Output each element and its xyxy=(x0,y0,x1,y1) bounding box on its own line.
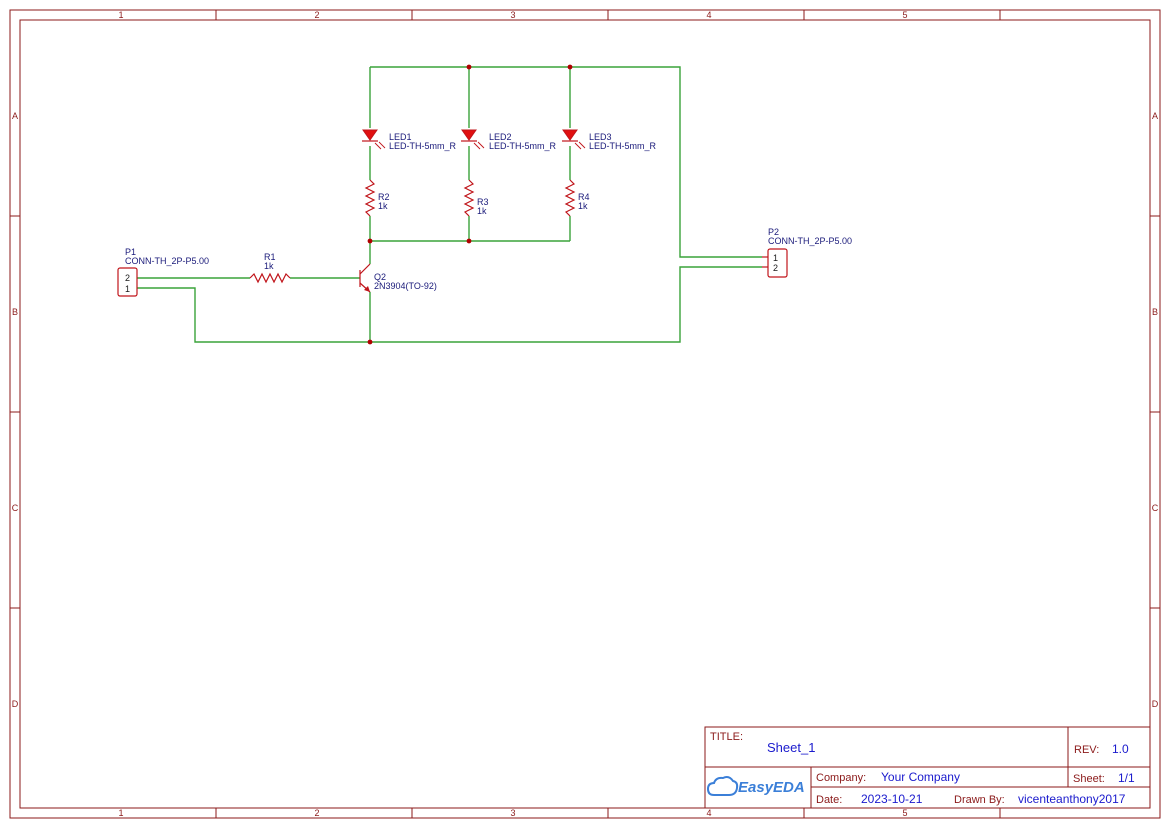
zone-col-4-bottom: 4 xyxy=(706,808,711,818)
p1-pin-bottom: 1 xyxy=(125,284,130,294)
zone-col-5-bottom: 5 xyxy=(902,808,907,818)
p1-value: CONN-TH_2P-P5.00 xyxy=(125,256,209,266)
q2-symbol[interactable]: Q2 2N3904(TO-92) xyxy=(359,263,437,293)
wires xyxy=(137,66,762,343)
r2-symbol[interactable]: R2 1k xyxy=(364,179,390,217)
p1-pin-top: 2 xyxy=(125,273,130,283)
junction-dot xyxy=(466,238,472,244)
zone-row-b-right: B xyxy=(1152,307,1158,317)
light-emission-icon xyxy=(574,141,586,150)
p2-pin-bottom: 2 xyxy=(773,263,778,273)
zone-dividers xyxy=(10,10,1160,818)
junction-dot xyxy=(567,64,573,70)
light-emission-icon xyxy=(374,141,386,150)
p2-pin-top: 1 xyxy=(773,253,778,263)
zone-row-d-left: D xyxy=(12,699,19,709)
zone-col-2-top: 2 xyxy=(314,10,319,20)
zone-col-3-bottom: 3 xyxy=(510,808,515,818)
title-block: TITLE: Sheet_1 REV: 1.0 EasyEDA Company:… xyxy=(704,726,1151,809)
zone-col-1-top: 1 xyxy=(118,10,123,20)
title-label: TITLE: xyxy=(710,731,743,743)
date-label: Date: xyxy=(816,794,842,806)
q2-value: 2N3904(TO-92) xyxy=(374,281,437,291)
resistor-zigzag-icon xyxy=(249,272,291,284)
zone-row-a-right: A xyxy=(1152,111,1158,121)
inner-border xyxy=(19,19,1151,809)
r3-symbol[interactable]: R3 1k xyxy=(463,179,489,217)
p2-value: CONN-TH_2P-P5.00 xyxy=(768,236,852,246)
wire-ground-rail xyxy=(137,266,762,343)
logo-text: EasyEDA xyxy=(738,779,805,796)
sheet-value: 1/1 xyxy=(1118,771,1135,785)
led2-symbol[interactable]: LED2 LED-TH-5mm_R xyxy=(461,129,557,151)
drawn-by-value: vicenteanthony2017 xyxy=(1018,792,1126,806)
p1-ref: P1 xyxy=(125,247,136,257)
r2-ref: R2 xyxy=(378,192,390,202)
zone-row-a-left: A xyxy=(12,111,18,121)
r4-ref: R4 xyxy=(578,192,590,202)
diode-icon xyxy=(362,129,378,141)
zone-row-labels: A B C D A B C D xyxy=(12,111,1159,709)
p2-ref: P2 xyxy=(768,227,779,237)
r2-value: 1k xyxy=(378,201,388,211)
zone-row-c-left: C xyxy=(12,503,19,513)
r1-ref: R1 xyxy=(264,252,276,262)
r3-ref: R3 xyxy=(477,197,489,207)
r4-symbol[interactable]: R4 1k xyxy=(564,179,590,217)
r1-value: 1k xyxy=(264,261,274,271)
r4-value: 1k xyxy=(578,201,588,211)
zone-col-1-bottom: 1 xyxy=(118,808,123,818)
resistor-zigzag-icon xyxy=(564,179,576,217)
zone-col-2-bottom: 2 xyxy=(314,808,319,818)
sheet-label: Sheet: xyxy=(1073,773,1105,785)
led1-ref: LED1 xyxy=(389,132,412,142)
zone-row-d-right: D xyxy=(1152,699,1159,709)
led2-ref: LED2 xyxy=(489,132,512,142)
diode-icon xyxy=(461,129,477,141)
led1-value: LED-TH-5mm_R xyxy=(389,141,457,151)
zone-col-4-top: 4 xyxy=(706,10,711,20)
zone-col-5-top: 5 xyxy=(902,10,907,20)
zone-col-3-top: 3 xyxy=(510,10,515,20)
zone-column-labels: 1 2 3 4 5 1 2 3 4 5 xyxy=(118,10,907,818)
resistor-zigzag-icon xyxy=(364,179,376,217)
junction-dot xyxy=(367,238,373,244)
r3-value: 1k xyxy=(477,206,487,216)
junction-dot xyxy=(466,64,472,70)
light-emission-icon xyxy=(473,141,485,150)
company-label: Company: xyxy=(816,772,866,784)
cloud-icon xyxy=(706,776,739,796)
led3-value: LED-TH-5mm_R xyxy=(589,141,657,151)
r1-symbol[interactable]: R1 1k xyxy=(249,252,291,284)
led1-symbol[interactable]: LED1 LED-TH-5mm_R xyxy=(362,129,457,151)
led3-ref: LED3 xyxy=(589,132,612,142)
led2-value: LED-TH-5mm_R xyxy=(489,141,557,151)
title-value: Sheet_1 xyxy=(767,740,815,755)
rev-label: REV: xyxy=(1074,744,1099,756)
zone-row-b-left: B xyxy=(12,307,18,317)
emitter-arrow-icon xyxy=(364,286,370,292)
outer-border xyxy=(9,9,1161,819)
junction-dot xyxy=(367,339,373,345)
drawn-by-label: Drawn By: xyxy=(954,794,1005,806)
q2-ref: Q2 xyxy=(374,272,386,282)
easyeda-logo: EasyEDA xyxy=(706,776,805,796)
zone-row-c-right: C xyxy=(1152,503,1159,513)
p1-connector[interactable]: 2 1 P1 CONN-TH_2P-P5.00 xyxy=(117,247,209,297)
junctions xyxy=(367,64,573,345)
resistor-zigzag-icon xyxy=(463,179,475,217)
diode-icon xyxy=(562,129,578,141)
company-value: Your Company xyxy=(881,770,960,784)
p2-connector[interactable]: 1 2 P2 CONN-TH_2P-P5.00 xyxy=(762,227,852,278)
date-value: 2023-10-21 xyxy=(861,792,923,806)
connector-body xyxy=(117,267,138,297)
connector-body xyxy=(767,248,788,278)
wire-top-rail xyxy=(370,66,762,258)
transistor-collector-leg xyxy=(359,263,371,275)
rev-value: 1.0 xyxy=(1112,742,1129,756)
led3-symbol[interactable]: LED3 LED-TH-5mm_R xyxy=(562,129,657,151)
